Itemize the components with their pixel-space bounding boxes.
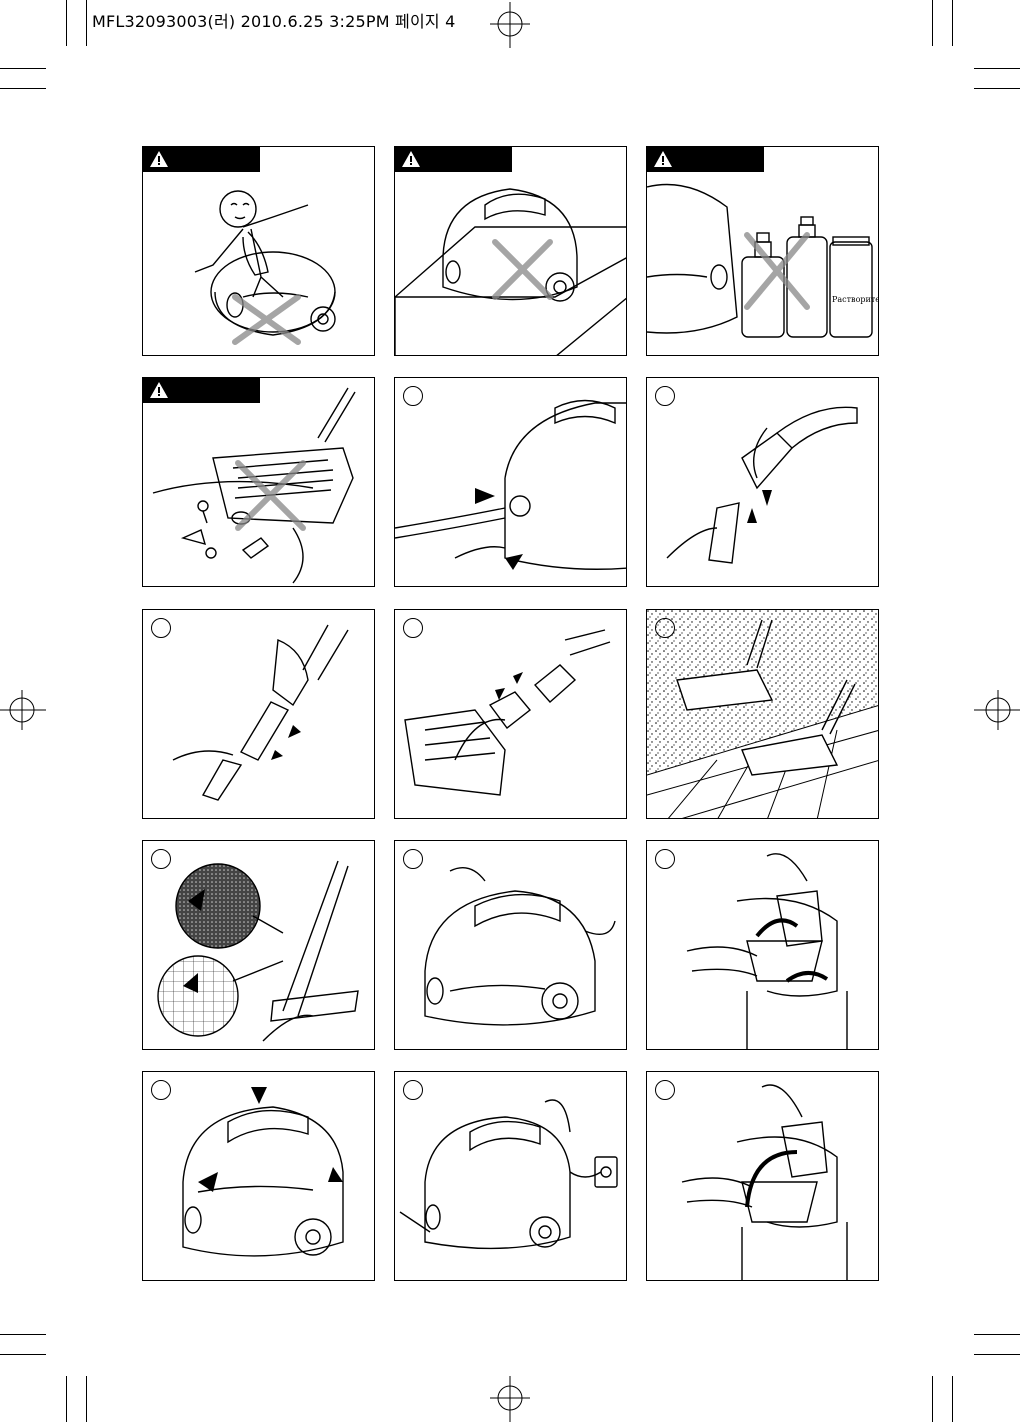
registration-mark-right — [974, 690, 1020, 730]
bottle-label: Растворитель — [832, 295, 879, 304]
open-cover-illustration — [143, 1072, 375, 1281]
carpet-floor-nozzle-illustration — [647, 610, 879, 819]
panel-warning-child-riding — [142, 146, 375, 356]
vacuum-on-table-illustration — [395, 147, 627, 356]
panel-step-connect-handle — [646, 377, 879, 587]
release-latch-illustration — [647, 841, 879, 1050]
panel-warning-sharp-objects — [142, 377, 375, 587]
child-on-vacuum-illustration — [143, 147, 375, 356]
nozzle-sharp-objects-illustration — [143, 378, 375, 587]
panel-step-lock-latch — [646, 1071, 879, 1281]
print-slug: MFL32093003(러) 2010.6.25 3:25PM 페이지 4 — [92, 8, 455, 32]
panel-warning-solvents: Растворитель — [646, 146, 879, 356]
panel-warning-on-table — [394, 146, 627, 356]
plug-in-illustration — [395, 1072, 627, 1281]
solvent-bottles-illustration: Растворитель — [647, 147, 879, 356]
panel-step-join-pipes — [142, 609, 375, 819]
connect-handle-illustration — [647, 378, 879, 587]
attach-hose-illustration — [395, 378, 627, 587]
join-pipes-illustration — [143, 610, 375, 819]
panel-step-wet-cleaning — [142, 840, 375, 1050]
attach-nozzle-illustration — [395, 610, 627, 819]
panel-step-carry — [394, 840, 627, 1050]
panel-step-release-latch — [646, 840, 879, 1050]
registration-mark-bottom — [490, 1376, 530, 1422]
wet-cleaning-nozzle-illustration — [143, 841, 375, 1050]
panel-step-plug-in — [394, 1071, 627, 1281]
carry-vacuum-illustration — [395, 841, 627, 1050]
panel-step-carpet-floor — [646, 609, 879, 819]
panel-step-attach-hose — [394, 377, 627, 587]
panel-step-attach-nozzle — [394, 609, 627, 819]
lock-latch-illustration — [647, 1072, 879, 1281]
panel-step-open-cover — [142, 1071, 375, 1281]
registration-mark-left — [0, 690, 46, 730]
registration-mark-top — [490, 2, 530, 48]
